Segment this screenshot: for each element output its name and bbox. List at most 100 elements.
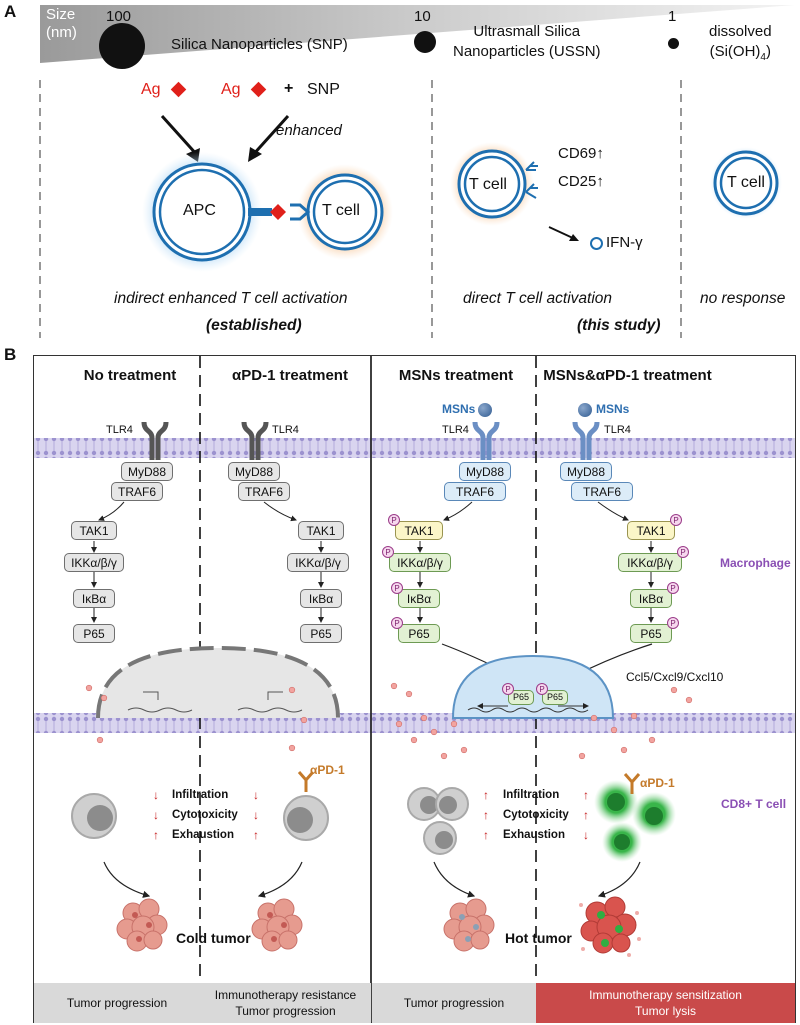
footer-col2: Immunotherapy resistance Tumor progressi… <box>200 983 371 1023</box>
panel-a-dividers <box>39 80 682 338</box>
antibody-apd1-icon-1 <box>297 771 315 792</box>
ikba-box-1: IκBα <box>73 589 115 608</box>
footer-col3-line1: Tumor progression <box>403 996 505 1010</box>
size-100-tick: 100 <box>106 8 132 25</box>
p65-nuclear-box-2: P65 <box>542 690 568 705</box>
tcell-label-3: T cell <box>727 174 765 191</box>
size-axis-label: Size (nm) <box>46 6 77 41</box>
macrophage-label: Macrophage <box>720 556 791 570</box>
tlr4-receptor-icon-2 <box>241 421 269 460</box>
effect-arrow: ↑ <box>483 788 489 802</box>
direct-tcell <box>450 142 538 226</box>
traf6-box-3: TRAF6 <box>444 482 506 501</box>
traf6-box-2: TRAF6 <box>238 482 290 501</box>
ag-label-1: Ag <box>141 81 161 98</box>
caption-established: (established) <box>206 317 302 334</box>
tlr4-label-1: TLR4 <box>106 424 133 436</box>
nucleus-inactive <box>96 645 340 719</box>
dissolved-particle <box>668 38 679 49</box>
effect-exhaustion-left: Exhaustion <box>172 829 234 841</box>
tcells-col2 <box>283 795 329 841</box>
footer-col1-line1: Tumor progression <box>66 996 168 1010</box>
phospho-badge: P <box>536 683 548 695</box>
p65-box-2: P65 <box>300 624 342 643</box>
phospho-badge: P <box>391 582 403 594</box>
plus-sign: + <box>284 80 294 97</box>
effect-arrow: ↑ <box>253 828 259 842</box>
dissolved-label: dissolved (Si(OH)4) <box>709 23 772 63</box>
tak1-box-3: TAK1 <box>395 521 443 540</box>
tumor-icon-1 <box>116 898 168 952</box>
effect-arrow: ↓ <box>583 828 589 842</box>
footer-col3: Tumor progression <box>372 983 536 1023</box>
tak1-box-2: TAK1 <box>298 521 344 540</box>
effect-arrow: ↓ <box>153 808 159 822</box>
p65-box-4: P65 <box>630 624 672 643</box>
panel-b-letter: B <box>4 345 17 364</box>
header-apd1-treatment: αPD-1 treatment <box>232 367 348 384</box>
ifn-arrow <box>548 226 579 241</box>
ifn-label: IFN-γ <box>606 234 643 251</box>
ikba-box-4: IκBα <box>630 589 672 608</box>
ifn-molecule-icon <box>590 237 603 250</box>
ussn-label: Ultrasmall Silica Nanoparticles (USSN) <box>453 23 601 60</box>
footer-col4-line1: Immunotherapy sensitization <box>589 988 742 1002</box>
tumor-icon-4-lysis <box>579 896 641 957</box>
msns-label-1: MSNs <box>442 402 476 416</box>
effect-infiltration-left: Infiltration <box>172 789 229 801</box>
traf6-box-4: TRAF6 <box>571 482 633 501</box>
antibody-apd1-icon-2 <box>623 773 641 794</box>
ag-label-2: Ag <box>221 81 241 98</box>
effect-cytotoxicity-left: Cytotoxicity <box>172 809 238 821</box>
msns-particle-icon-1 <box>478 403 492 417</box>
tcells-col3 <box>407 787 469 855</box>
phospho-badge: P <box>667 582 679 594</box>
tlr4-label-2: TLR4 <box>272 424 299 436</box>
myd88-box-4: MyD88 <box>560 462 612 481</box>
apc-tcell-synapse <box>142 152 393 272</box>
phospho-badge: P <box>667 617 679 629</box>
tcell-label-2: T cell <box>469 176 507 193</box>
size-1-tick: 1 <box>668 8 677 25</box>
effect-arrow: ↑ <box>483 828 489 842</box>
effect-arrow: ↑ <box>583 808 589 822</box>
tak1-box-1: TAK1 <box>71 521 117 540</box>
p65-box-3: P65 <box>398 624 440 643</box>
phospho-badge: P <box>670 514 682 526</box>
tak1-box-4: TAK1 <box>627 521 675 540</box>
msns-particle-icon-2 <box>578 403 592 417</box>
tlr4-label-4: TLR4 <box>604 424 631 436</box>
ikk-box-2: IKKα/β/γ <box>287 553 349 572</box>
effect-arrow: ↓ <box>153 788 159 802</box>
caption-indirect: indirect enhanced T cell activation <box>114 290 348 307</box>
footer-col1: Tumor progression <box>34 983 200 1023</box>
chemokines-label: Ccl5/Cxcl9/Cxcl10 <box>626 670 724 684</box>
phospho-badge: P <box>382 546 394 558</box>
effect-arrow: ↑ <box>483 808 489 822</box>
effect-arrow: ↑ <box>153 828 159 842</box>
effect-exhaustion-right: Exhaustion <box>503 829 565 841</box>
ikba-box-2: IκBα <box>300 589 342 608</box>
header-msns-treatment: MSNs treatment <box>398 367 514 384</box>
ikba-box-3: IκBα <box>398 589 440 608</box>
snp-particle <box>99 23 145 69</box>
tumor-icon-2 <box>251 898 303 952</box>
myd88-box-2: MyD88 <box>228 462 280 481</box>
panel-a-letter: A <box>4 2 17 21</box>
ikk-box-3: IKKα/β/γ <box>389 553 451 572</box>
cd69-label: CD69↑ <box>558 145 604 162</box>
tlr4-label-3: TLR4 <box>442 424 469 436</box>
secreted-chemokine-dots <box>85 682 693 760</box>
tlr4-receptor-icon-3 <box>472 421 500 460</box>
snp-label: Silica Nanoparticles (SNP) <box>171 36 348 53</box>
effect-infiltration-right: Infiltration <box>503 789 560 801</box>
phospho-badge: P <box>502 683 514 695</box>
tumor-arrows <box>103 861 641 898</box>
tcell-label-1: T cell <box>322 202 360 219</box>
apd1-label-1: αPD-1 <box>310 763 345 777</box>
effect-arrow: ↑ <box>583 788 589 802</box>
tcells-col1 <box>71 793 117 839</box>
apd1-label-2: αPD-1 <box>640 776 675 790</box>
p65-nuclear-box-1: P65 <box>508 690 534 705</box>
cd25-label: CD25↑ <box>558 173 604 190</box>
